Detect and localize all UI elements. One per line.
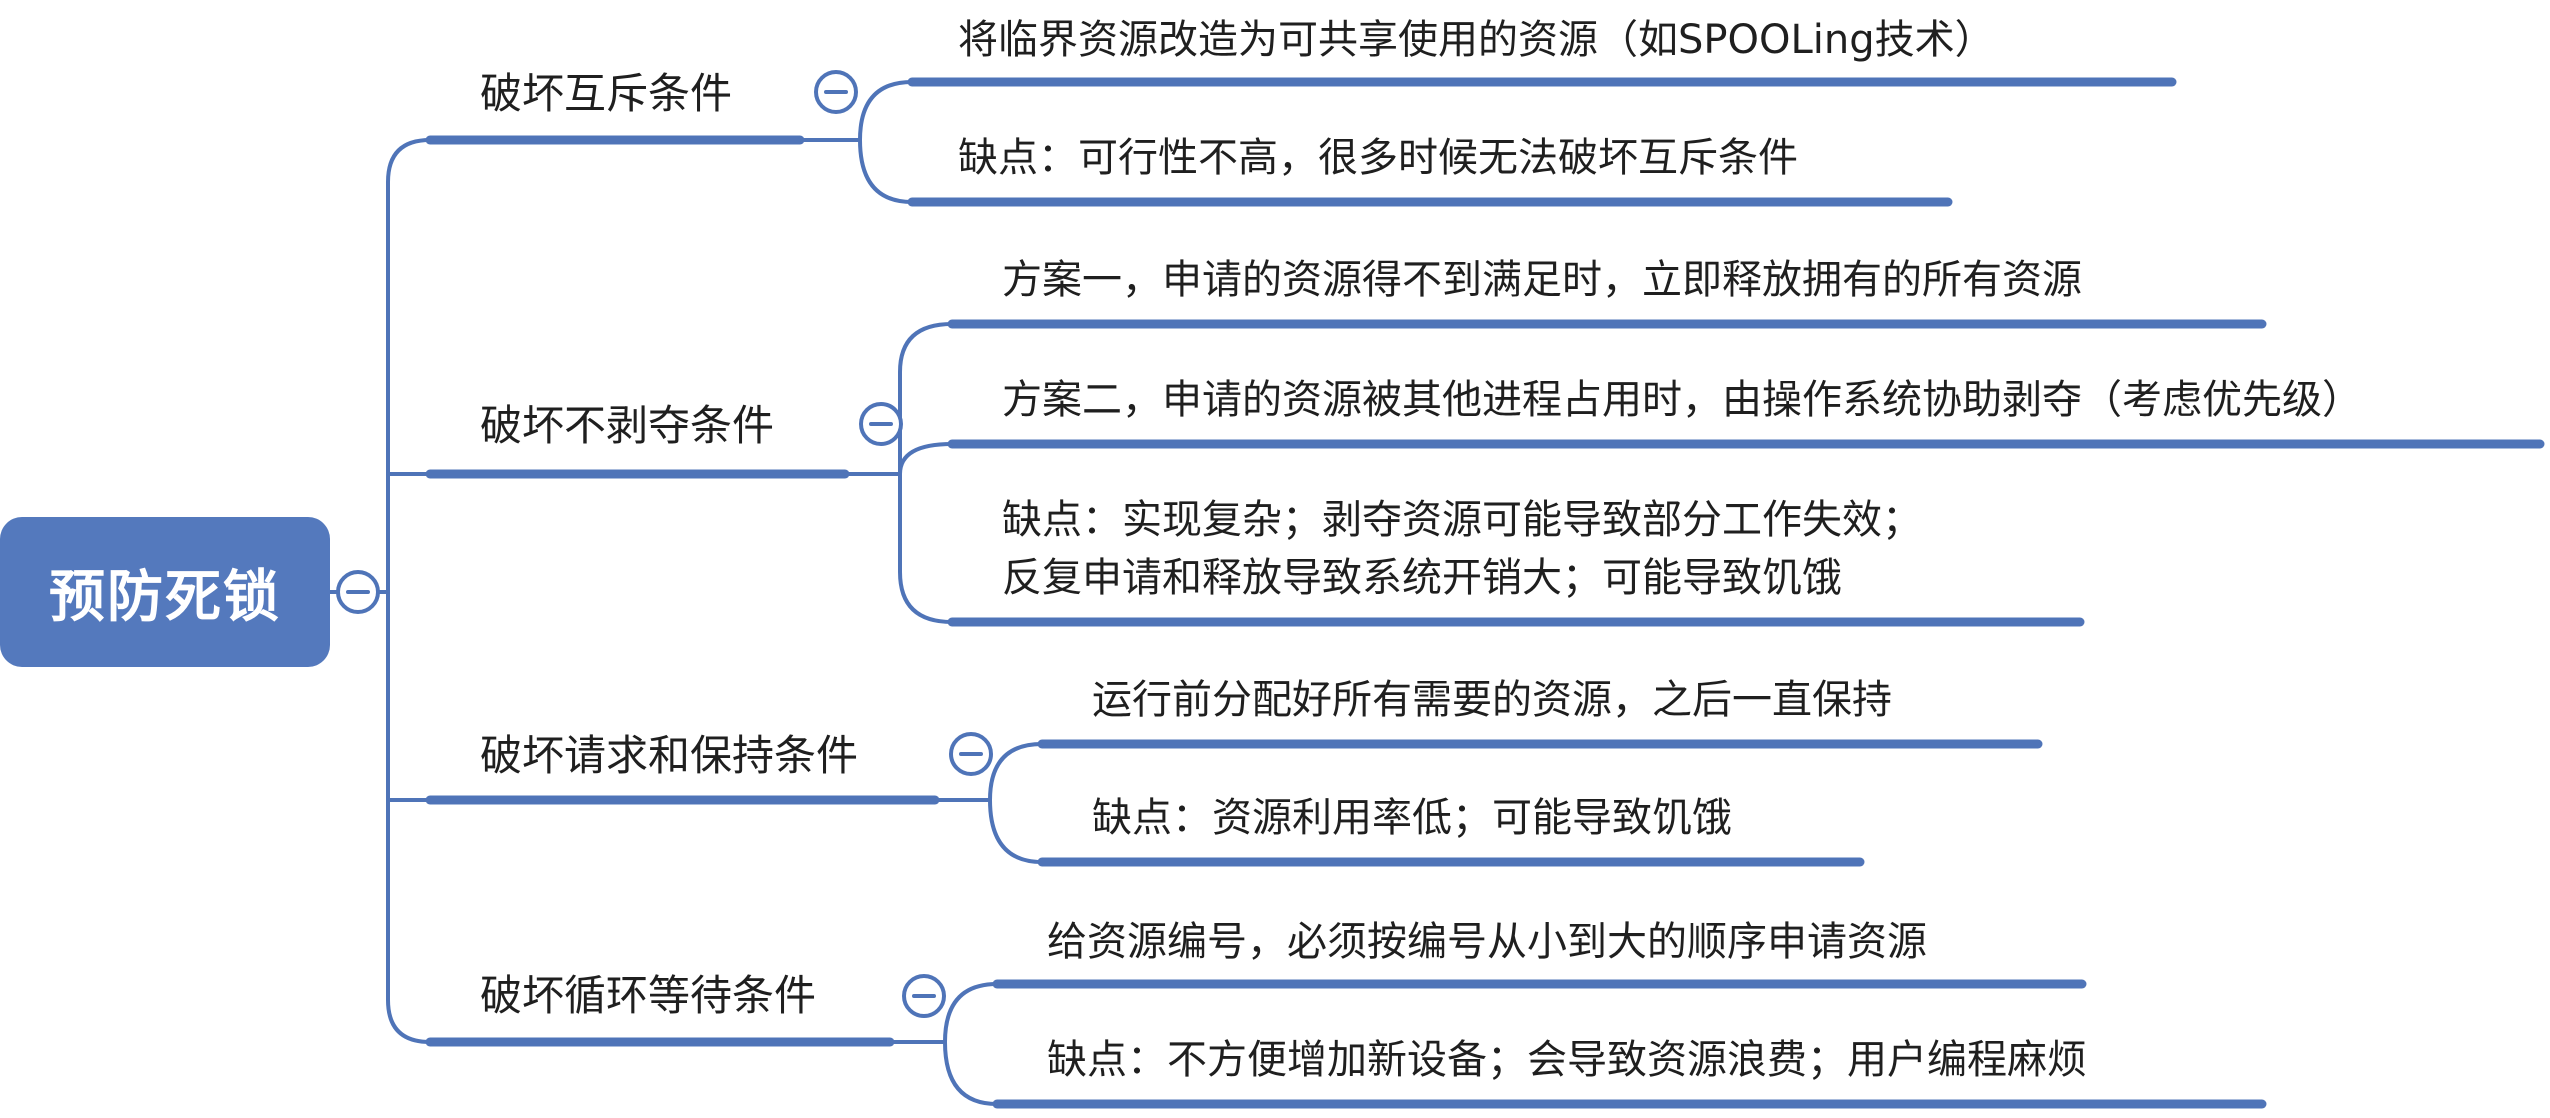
b2-child-1-label[interactable]: 方案一，申请的资源得不到满足时，立即释放拥有的所有资源 [1002, 257, 2082, 303]
branch-2-label[interactable]: 破坏不剥夺条件 [480, 401, 775, 450]
b3-child-2-label[interactable]: 缺点：资源利用率低；可能导致饥饿 [1092, 795, 1732, 841]
root-label: 预防死锁 [49, 564, 281, 630]
b2-child-2-label[interactable]: 方案二，申请的资源被其他进程占用时，由操作系统协助剥夺（考虑优先级） [1002, 377, 2362, 423]
branch-4-child-connector [888, 982, 999, 1106]
root-node[interactable]: 预防死锁 [0, 517, 330, 667]
trunk-connector [386, 138, 432, 1044]
branch-3-label[interactable]: 破坏请求和保持条件 [480, 731, 859, 780]
branch-1-child-connector [798, 80, 914, 204]
b1-child-1-label[interactable]: 将临界资源改造为可共享使用的资源（如SPOOLing技术） [958, 17, 1995, 63]
branch-1-collapse-icon[interactable] [814, 70, 858, 114]
b2-child-3-label-line-1[interactable]: 缺点：实现复杂；剥夺资源可能导致部分工作失效； [1002, 497, 1922, 543]
branch-4-label[interactable]: 破坏循环等待条件 [480, 971, 817, 1020]
b4-child-2-label[interactable]: 缺点：不方便增加新设备；会导致资源浪费；用户编程麻烦 [1047, 1037, 2087, 1083]
b2-child-3-label-line-2[interactable]: 反复申请和释放导致系统开销大；可能导致饥饿 [1002, 555, 1842, 601]
branch-2-collapse-icon[interactable] [859, 402, 903, 446]
branch-4-collapse-icon[interactable] [902, 974, 946, 1018]
branch-3-collapse-icon[interactable] [949, 732, 993, 776]
b4-child-1-label[interactable]: 给资源编号，必须按编号从小到大的顺序申请资源 [1047, 919, 1927, 965]
root-collapse-icon[interactable] [336, 570, 380, 614]
branch-2-child-connector [843, 322, 954, 624]
b3-child-1-label[interactable]: 运行前分配好所有需要的资源，之后一直保持 [1092, 677, 1892, 723]
branch-3-child-connector [933, 742, 1044, 864]
branch-1-label[interactable]: 破坏互斥条件 [480, 69, 733, 118]
b1-child-2-label[interactable]: 缺点：可行性不高，很多时候无法破坏互斥条件 [958, 135, 1798, 181]
